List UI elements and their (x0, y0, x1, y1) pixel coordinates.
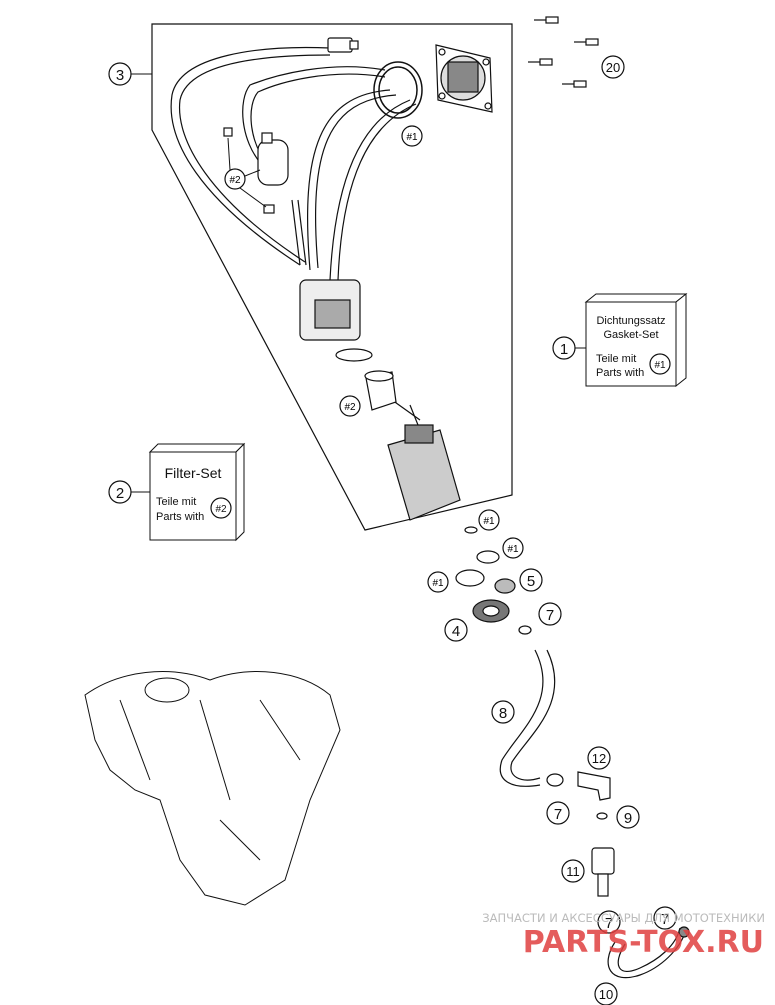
fuel-tank (84, 671, 341, 906)
svg-text:8: 8 (499, 705, 507, 722)
watermark-caption: ЗАПЧАСТИ И АКСЕССУАРЫ ДЛЯ МОТОТЕХНИКИ (482, 911, 765, 925)
watermark-logo: PARTS-TOX.RU (523, 925, 764, 960)
ref-leader-r6c (244, 169, 261, 177)
callout-3: 3 (108, 62, 132, 86)
callout-4: 4 (444, 618, 468, 642)
flange-seal-ring (373, 61, 423, 119)
gasket-set-line2: Parts with (596, 367, 644, 379)
callout-5: 5 (519, 568, 543, 592)
callout-2: 2 (108, 480, 132, 504)
screws (528, 16, 599, 88)
fuel-hose-10 (607, 926, 690, 979)
svg-text:1: 1 (560, 341, 568, 358)
fuel-hose-8 (499, 649, 556, 787)
pump-flange-plate (435, 44, 493, 113)
ref-mark-r4: #1 (502, 537, 524, 559)
seal-rings (455, 526, 532, 635)
svg-text:2: 2 (116, 485, 124, 502)
svg-text:9: 9 (624, 810, 632, 827)
svg-text:7: 7 (554, 806, 562, 823)
callout-12: 12 (587, 746, 611, 770)
svg-text:4: 4 (452, 623, 460, 640)
filter-sleeve (364, 370, 397, 411)
gasket-set-ref: #1 (654, 360, 666, 371)
gasket-set-title-en: Gasket-Set (603, 329, 658, 341)
svg-text:7: 7 (661, 911, 669, 928)
callout-1: 1 (552, 336, 576, 360)
filter-set-box: Filter-Set Teile mit Parts with #2 (148, 442, 246, 542)
gasket-set-box: Dichtungssatz Gasket-Set Teile mit Parts… (584, 292, 688, 388)
ref-leader-r6a (227, 137, 231, 171)
svg-text:20: 20 (606, 60, 620, 75)
callout-11: 11 (561, 859, 585, 883)
hose-clamp-and-fitting (546, 771, 611, 820)
gasket-set-title-de: Dichtungssatz (596, 315, 665, 327)
svg-text:#1: #1 (507, 544, 519, 555)
pump-assembly-frame (151, 23, 513, 531)
callout-9: 9 (616, 805, 640, 829)
fuel-filter (223, 127, 289, 214)
callout-7b: 7 (546, 801, 570, 825)
svg-text:11: 11 (566, 864, 580, 879)
svg-text:#1: #1 (432, 578, 444, 589)
gasket-set-line1: Teile mit (596, 353, 636, 365)
ref-mark-r5: #1 (427, 571, 449, 593)
svg-text:12: 12 (592, 751, 606, 766)
callout-7d: 7 (653, 906, 677, 930)
svg-text:7: 7 (605, 915, 613, 932)
svg-text:3: 3 (116, 67, 124, 84)
svg-text:#2: #2 (229, 175, 241, 186)
filter-set-ref: #2 (215, 504, 227, 515)
callout-7a: 7 (538, 602, 562, 626)
fuel-pump (387, 404, 461, 521)
ref-mark-r1: #1 (401, 125, 423, 147)
svg-text:#2: #2 (344, 402, 356, 413)
filter-set-line2: Parts with (156, 511, 204, 523)
ref-mark-r3: #1 (478, 509, 500, 531)
ref-mark-r7: #2 (339, 395, 361, 417)
pressure-regulator (299, 279, 373, 362)
svg-text:5: 5 (527, 573, 535, 590)
callout-8: 8 (491, 700, 515, 724)
svg-text:7: 7 (546, 607, 554, 624)
filter-set-title: Filter-Set (165, 465, 222, 481)
svg-text:#1: #1 (483, 516, 495, 527)
filter-set-line1: Teile mit (156, 496, 196, 508)
callout-7c: 7 (597, 910, 621, 934)
wire-connector (327, 37, 359, 53)
ref-leader-r6b (239, 187, 267, 208)
quick-connector (591, 847, 615, 897)
callout-10: 10 (594, 982, 618, 1005)
ref-mark-r6: #2 (224, 168, 246, 190)
svg-text:#1: #1 (406, 132, 418, 143)
callout-20: 20 (601, 55, 625, 79)
svg-text:10: 10 (599, 987, 613, 1002)
